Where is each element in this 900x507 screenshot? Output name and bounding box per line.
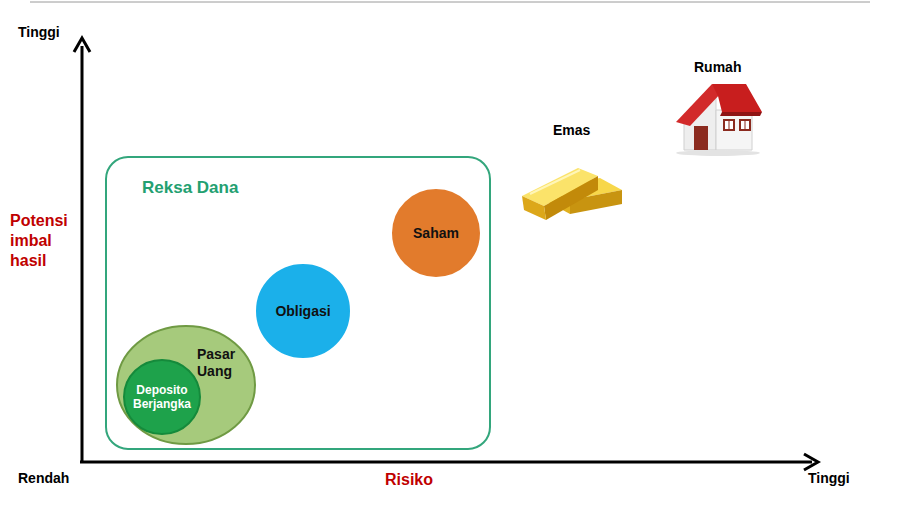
top-rule [30, 2, 870, 3]
node-label: Obligasi [262, 303, 344, 320]
category-circle: Obligasi [256, 264, 350, 358]
asset-label: Rumah [694, 59, 741, 77]
axis-label: Potensi imbal hasil [10, 211, 74, 271]
node-label: Pasar Uang [197, 346, 247, 380]
axis-label: Tinggi [808, 470, 850, 488]
asset-label: Emas [553, 122, 590, 140]
gold-bars [522, 168, 622, 220]
axis-label: Risiko [385, 470, 433, 490]
axis-label: Tinggi [18, 24, 60, 42]
x-axis [80, 461, 812, 464]
y-axis-head [74, 38, 90, 52]
category-circle: Saham [392, 189, 480, 277]
node-label: Saham [398, 225, 474, 242]
node-label: Deposito Berjangka [129, 383, 195, 412]
house [676, 84, 762, 156]
y-axis [81, 46, 84, 462]
node-label: Reksa Dana [142, 178, 238, 198]
x-axis-head [804, 454, 818, 470]
category-circle: Deposito Berjangka [123, 359, 201, 435]
group-box: Reksa DanaPasar UangDeposito Berjangka Ob… [105, 156, 491, 450]
axis-label: Rendah [18, 470, 69, 488]
category-circle: Pasar UangDeposito Berjangka [116, 325, 256, 445]
